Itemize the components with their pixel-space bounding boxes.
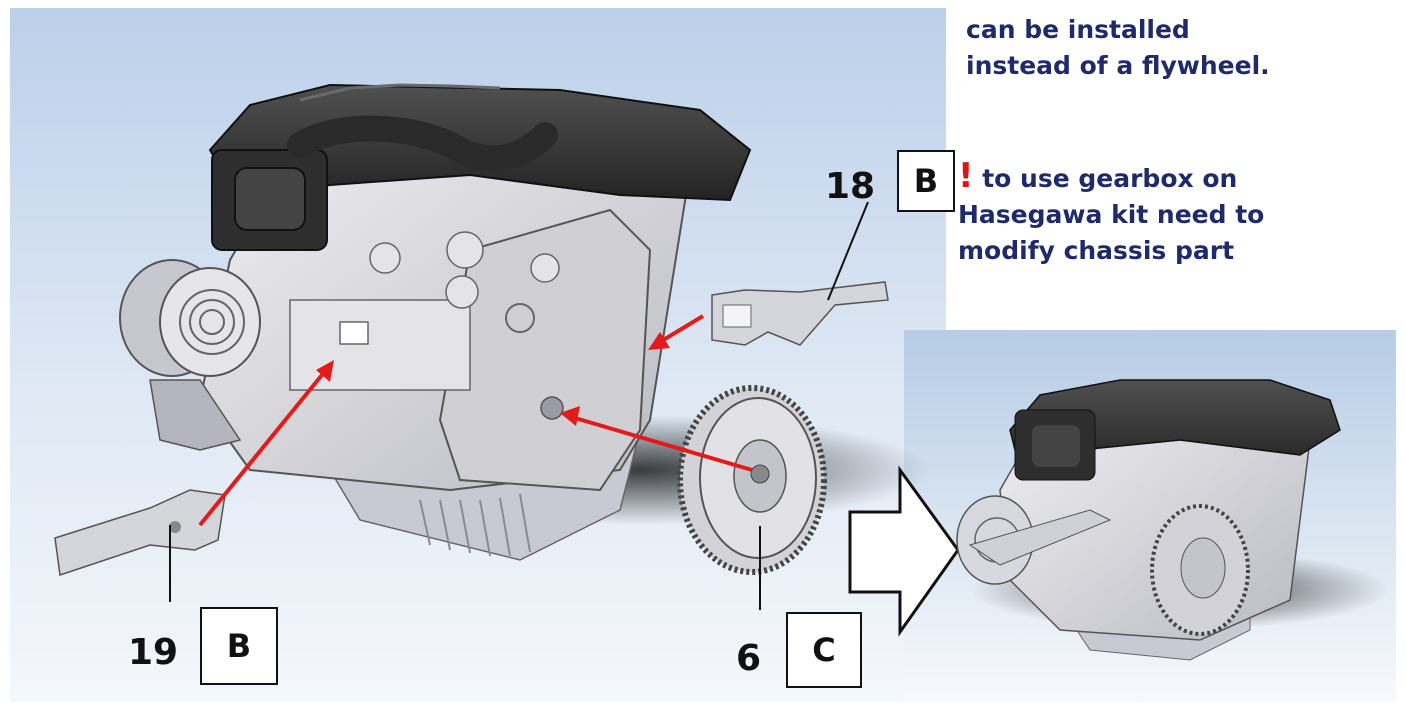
- part-number-6: 6: [736, 638, 762, 679]
- arrow-right-icon: [848, 465, 960, 637]
- engine-illustration: [119, 83, 930, 561]
- note-line-1: can be installed: [966, 15, 1190, 44]
- assembled-engine-illustration: [956, 379, 1390, 661]
- warning-line-1: to use gearbox on: [973, 164, 1238, 193]
- note-gearbox-warning: ! to use gearbox on Hasegawa kit need to…: [958, 158, 1264, 269]
- sprue-label-19: B: [200, 607, 278, 685]
- flywheel-6: [677, 385, 827, 575]
- note-flywheel-alternative: can be installed instead of a flywheel.: [966, 12, 1270, 84]
- warning-icon: !: [958, 156, 974, 196]
- warning-line-2: Hasegawa kit need to: [958, 200, 1265, 229]
- engine-mount-18: [711, 281, 889, 346]
- assembly-arrows: [198, 314, 753, 527]
- bellhousing: [438, 208, 652, 492]
- crank-hole: [540, 396, 564, 420]
- alternator: [119, 259, 261, 377]
- part-number-19: 19: [128, 632, 179, 673]
- warning-line-3: modify chassis part: [958, 236, 1235, 265]
- sprue-label-18: B: [897, 150, 955, 212]
- sprue-label-6: C: [786, 612, 862, 688]
- note-line-2: instead of a flywheel.: [966, 51, 1270, 80]
- part-number-18: 18: [825, 166, 876, 207]
- block-ribs: [289, 299, 471, 391]
- leader-lines: [169, 201, 869, 610]
- engine-mount-19: [54, 489, 226, 576]
